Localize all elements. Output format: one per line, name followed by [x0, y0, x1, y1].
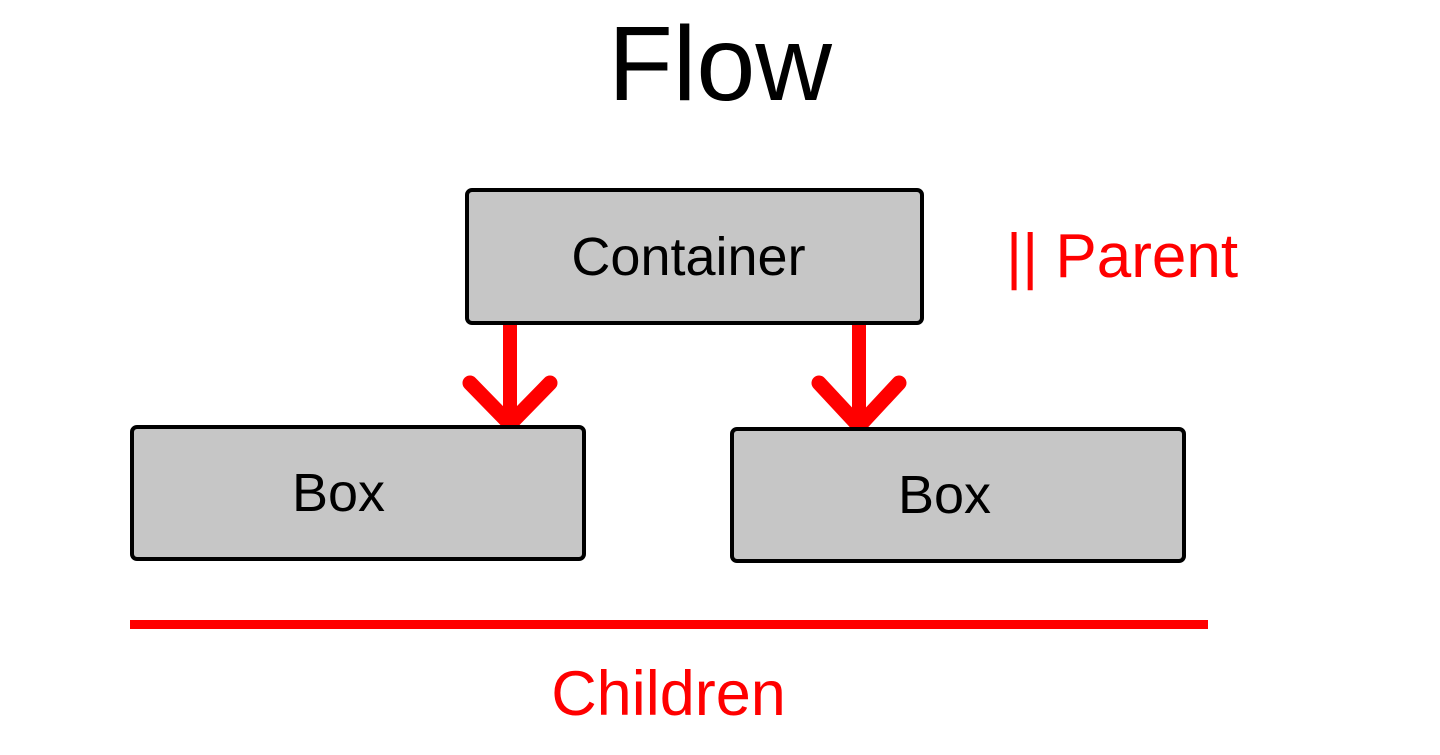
node-container[interactable]: Container — [465, 188, 924, 325]
page-title: Flow — [608, 5, 832, 123]
parent-annotation-label: || Parent — [1006, 222, 1239, 291]
children-annotation-label: Children — [551, 659, 786, 729]
arrow-head-chevron — [811, 375, 907, 434]
node-box-right-label: Box — [898, 465, 992, 525]
node-box-right[interactable]: Box — [730, 427, 1186, 563]
node-container-label: Container — [571, 226, 806, 287]
arrow-head-chevron — [462, 375, 558, 432]
children-underline-rule — [130, 620, 1208, 629]
edge-container-to-box-right — [811, 322, 907, 434]
edge-container-to-box-left — [462, 322, 558, 432]
node-box-left[interactable]: Box — [130, 425, 586, 561]
node-box-left-label: Box — [292, 463, 386, 523]
